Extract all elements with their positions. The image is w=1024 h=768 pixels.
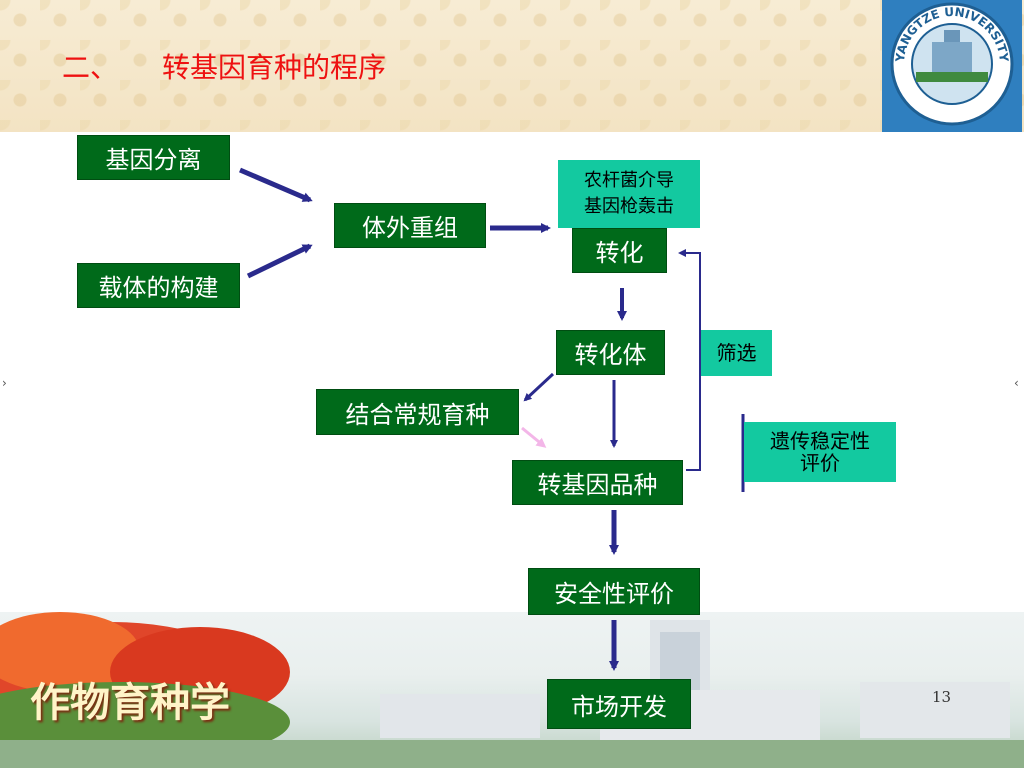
banner-title: 作物育种学 bbox=[30, 680, 230, 726]
right-edge-marker-icon: ‹ bbox=[1014, 376, 1019, 390]
page-number: 13 bbox=[932, 688, 952, 706]
node-transformation: 转化 bbox=[572, 228, 667, 273]
node-transgenic-variety: 转基因品种 bbox=[512, 460, 683, 505]
arrow-conventional-to-variety bbox=[521, 426, 547, 448]
transformation-method-agrobacterium: 农杆菌介导 bbox=[584, 170, 674, 191]
node-gene-isolation: 基因分离 bbox=[77, 135, 230, 180]
node-in-vitro-recombination: 体外重组 bbox=[334, 203, 486, 248]
arrow-screening-feedback bbox=[678, 249, 701, 471]
node-transformant: 转化体 bbox=[556, 330, 665, 375]
transformation-method-gene-gun: 基因枪轰击 bbox=[584, 196, 674, 217]
stability-eval-line2: 评价 bbox=[800, 451, 840, 475]
node-transformation-methods: 农杆菌介导 基因枪轰击 bbox=[558, 160, 700, 228]
header-background bbox=[0, 0, 1024, 132]
node-market-development: 市场开发 bbox=[547, 679, 691, 729]
node-vector-construction: 载体的构建 bbox=[77, 263, 240, 308]
left-edge-marker-icon: › bbox=[2, 376, 7, 390]
slide-title: 二、 转基因育种的程序 bbox=[62, 46, 386, 86]
node-safety-evaluation: 安全性评价 bbox=[528, 568, 700, 615]
footer-banner: 作物育种学 bbox=[0, 612, 1024, 768]
title-text: 转基因育种的程序 bbox=[162, 51, 387, 84]
stability-eval-line1: 遗传稳定性 bbox=[770, 429, 870, 453]
university-logo: YANGTZE UNIVERSITY bbox=[882, 0, 1022, 132]
node-conventional-breeding: 结合常规育种 bbox=[316, 389, 519, 435]
arrow-vector-to-recombination bbox=[246, 243, 313, 279]
logo-emblem-icon: YANGTZE UNIVERSITY bbox=[890, 2, 1014, 126]
node-screening: 筛选 bbox=[701, 330, 772, 376]
node-stability-evaluation: 遗传稳定性 评价 bbox=[744, 422, 896, 482]
arrow-transformant-to-conventional bbox=[523, 372, 555, 402]
campus-scene-icon bbox=[0, 612, 1024, 768]
arrow-gene-to-recombination bbox=[239, 167, 313, 203]
section-number: 二、 bbox=[62, 51, 119, 84]
